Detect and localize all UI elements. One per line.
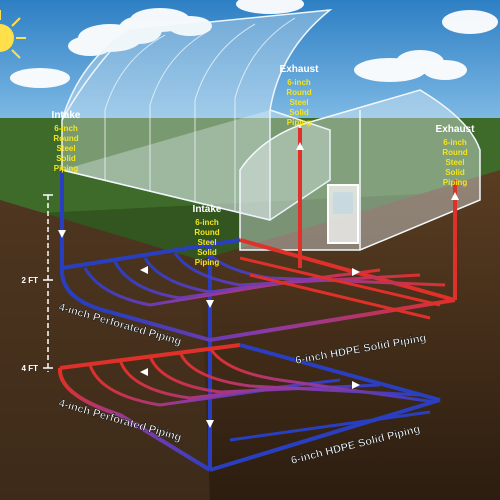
greenhouse-main-ribs	[104, 17, 296, 212]
upper-pipe-layer	[59, 238, 456, 343]
exhaust-right-title: Exhaust	[436, 124, 476, 135]
svg-text:Piping: Piping	[287, 118, 312, 127]
svg-text:6-inch: 6-inch	[54, 124, 78, 133]
greenhouse-door	[327, 184, 359, 244]
svg-text:Steel: Steel	[289, 98, 308, 107]
depth-2ft-label: 2 FT	[22, 276, 39, 285]
intake-left-callout: Intake 6-inch Round Steel Solid Piping	[52, 110, 81, 173]
svg-text:Piping: Piping	[443, 178, 468, 187]
svg-text:Solid: Solid	[445, 168, 465, 177]
intake-center-title: Intake	[193, 204, 222, 215]
svg-text:Round: Round	[286, 88, 311, 97]
svg-text:6-inch: 6-inch	[287, 78, 311, 87]
svg-text:Round: Round	[442, 148, 467, 157]
svg-text:Round: Round	[194, 228, 219, 237]
svg-text:Solid: Solid	[197, 248, 217, 257]
intake-center-callout: Intake 6-inch Round Steel Solid Piping	[193, 204, 222, 267]
svg-text:6-inch: 6-inch	[195, 218, 219, 227]
svg-text:Piping: Piping	[54, 164, 79, 173]
exhaust-top-title: Exhaust	[280, 64, 320, 75]
depth-4ft-label: 4 FT	[22, 364, 39, 373]
svg-text:Steel: Steel	[445, 158, 464, 167]
svg-text:Solid: Solid	[56, 154, 76, 163]
intake-left-title: Intake	[52, 110, 81, 121]
svg-text:Piping: Piping	[195, 258, 220, 267]
exhaust-top-callout: Exhaust 6-inch Round Steel Solid Piping	[280, 64, 320, 127]
svg-text:Solid: Solid	[289, 108, 309, 117]
svg-text:Round: Round	[53, 134, 78, 143]
greenhouse-main	[61, 9, 333, 221]
exhaust-right-callout: Exhaust 6-inch Round Steel Solid Piping	[436, 124, 476, 187]
lower-pipe-layer	[57, 343, 441, 472]
svg-text:Steel: Steel	[197, 238, 216, 247]
clouds	[10, 0, 498, 88]
svg-text:Steel: Steel	[56, 144, 75, 153]
depth-scale	[43, 194, 53, 372]
sun-icon	[0, 10, 26, 59]
flow-arrows	[58, 142, 459, 428]
svg-text:6-inch: 6-inch	[443, 138, 467, 147]
